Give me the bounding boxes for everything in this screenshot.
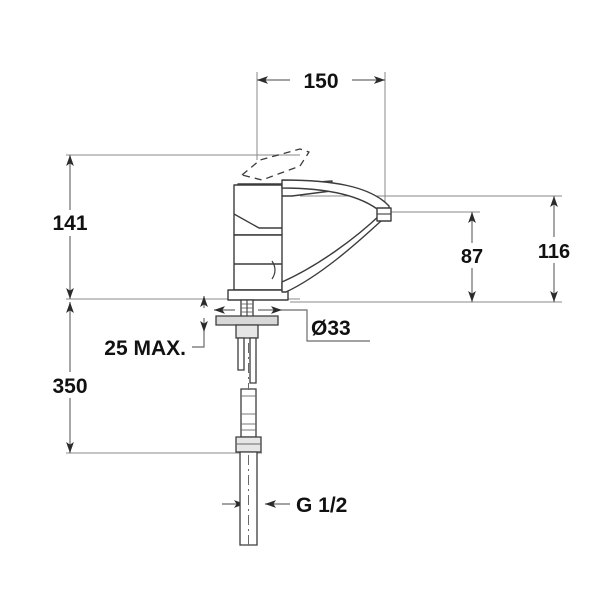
body-arc-detail [271,260,276,280]
spout-lower-curve [281,213,382,293]
lever-raised-dashed [241,148,310,181]
dim-label-141: 141 [52,212,87,235]
extension-lines [66,72,562,454]
deck-washer-plate [215,315,279,326]
body-base-flange [227,289,289,301]
dimension-350: 350 [52,302,88,453]
supply-connector-nut [235,436,262,453]
flex-sleeve-bands [241,395,256,431]
dim-25-leader [192,332,205,348]
faucet-outline [227,148,392,301]
fixing-stud-left [237,337,245,371]
dim-label-25-max: 25 MAX. [104,337,186,360]
dim-label-150: 150 [303,70,338,93]
dim-label-87: 87 [461,246,483,268]
supply-tail-assembly [235,343,262,546]
dimension-87: 87 [461,212,483,302]
fixing-nut [235,324,259,339]
dimension-g-half: G 1/2 [222,494,347,517]
dimension-141: 141 [52,155,88,299]
mounting-assembly [215,299,279,384]
dimension-150: 150 [257,70,385,93]
dimension-116: 116 [538,196,570,302]
dimension-25-max: 25 MAX. [104,296,208,360]
dim-33-leader [282,309,370,342]
dim-label-116: 116 [538,241,570,263]
dim-label-diameter-33: Ø33 [311,317,351,340]
mixer-body [233,234,283,291]
fixing-stud-right [249,337,257,384]
cap-chamfer-line [233,213,282,229]
dimension-diameter-33: Ø33 [214,306,370,342]
dim-label-g-half: G 1/2 [296,494,347,517]
dim-label-350: 350 [52,375,87,398]
